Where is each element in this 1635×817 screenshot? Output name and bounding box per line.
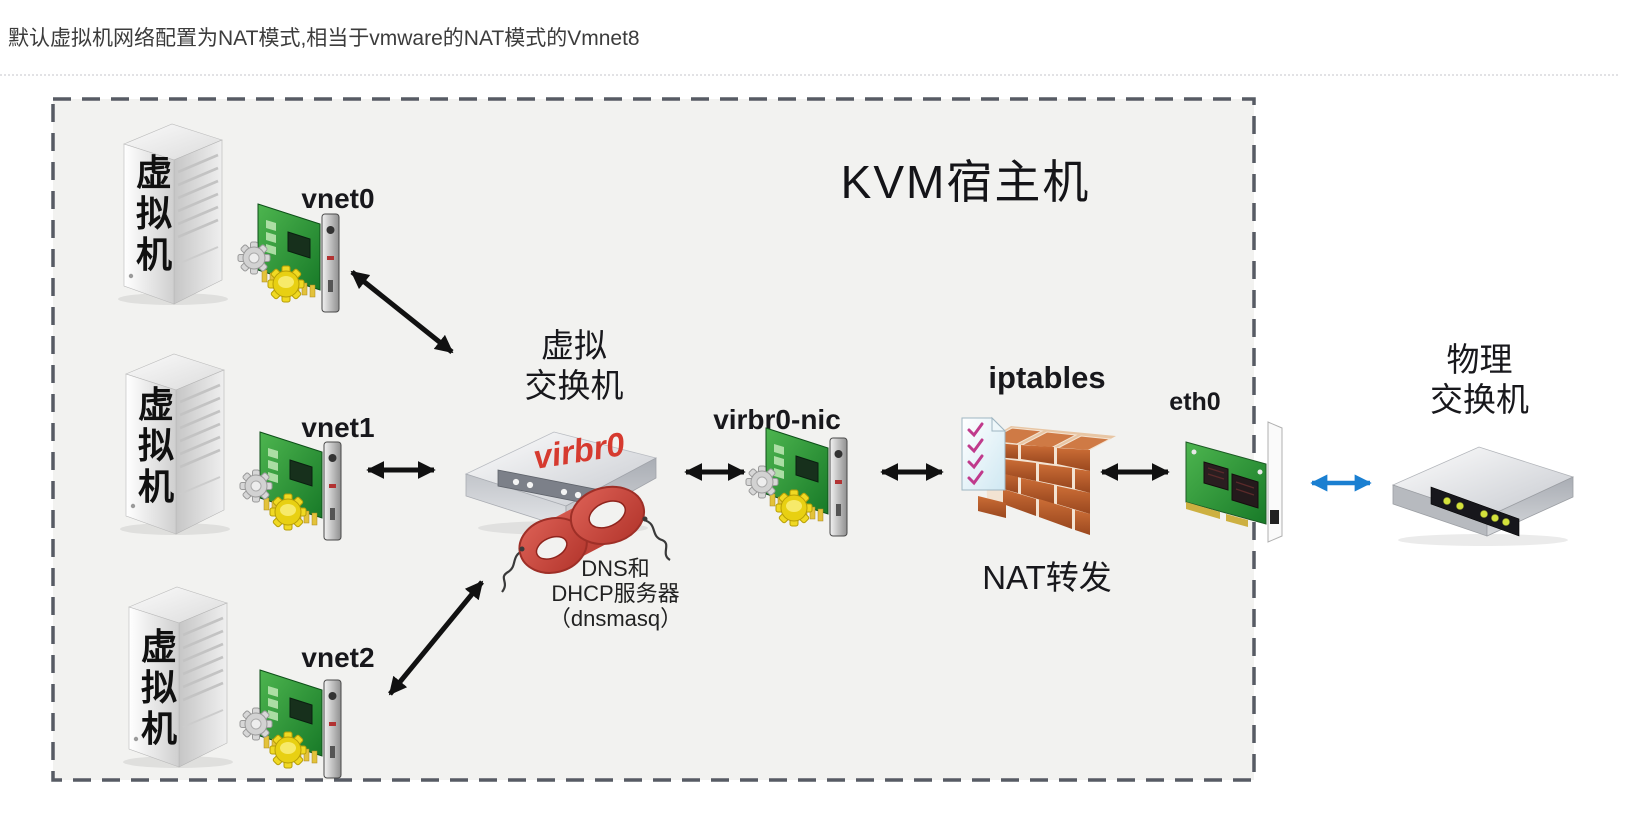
virtual-switch-caption: 虚拟 交换机	[500, 326, 648, 406]
dnsmasq-mask-icon	[501, 485, 671, 593]
firewall-icon	[961, 416, 1116, 535]
section-divider	[0, 74, 1618, 76]
page-title: 默认虚拟机网络配置为NAT模式,相当于vmware的NAT模式的Vmnet8	[8, 27, 640, 50]
virbr0-nic-label: virbr0-nic	[713, 404, 841, 435]
vnet-nic-icon	[238, 662, 350, 782]
virbr0-nic-icon	[744, 420, 856, 540]
virtual-switch-caption-line1: 虚拟	[541, 327, 607, 364]
eth0-label: eth0	[1169, 388, 1221, 416]
eth0-card-icon	[1185, 421, 1283, 543]
vm-label: 虚拟机	[140, 626, 177, 749]
dnsmasq-caption-line3: （dnsmasq）	[548, 606, 683, 631]
kvm-host-title: KVM宿主机	[840, 156, 1091, 208]
iptables-label: iptables	[988, 360, 1106, 395]
vm-label: 虚拟机	[135, 152, 172, 275]
vnet2-label: vnet2	[301, 642, 375, 673]
virtual-switch-caption-line2: 交换机	[524, 367, 624, 404]
physical-switch-caption-line2: 交换机	[1430, 381, 1529, 418]
physical-switch-caption-line1: 物理	[1446, 341, 1513, 378]
physical-switch-icon	[1391, 446, 1575, 546]
dnsmasq-caption-line1: DNS和	[581, 556, 650, 581]
vnet0-label: vnet0	[301, 183, 375, 214]
nat-forward-caption: NAT转发	[982, 559, 1112, 596]
physical-switch-caption: 物理 交换机	[1402, 340, 1557, 420]
dnsmasq-caption-line2: DHCP服务器	[551, 581, 680, 606]
vnet1-label: vnet1	[301, 412, 375, 443]
vm-label: 虚拟机	[137, 384, 174, 507]
dnsmasq-caption: DNS和 DHCP服务器 （dnsmasq）	[538, 556, 693, 631]
